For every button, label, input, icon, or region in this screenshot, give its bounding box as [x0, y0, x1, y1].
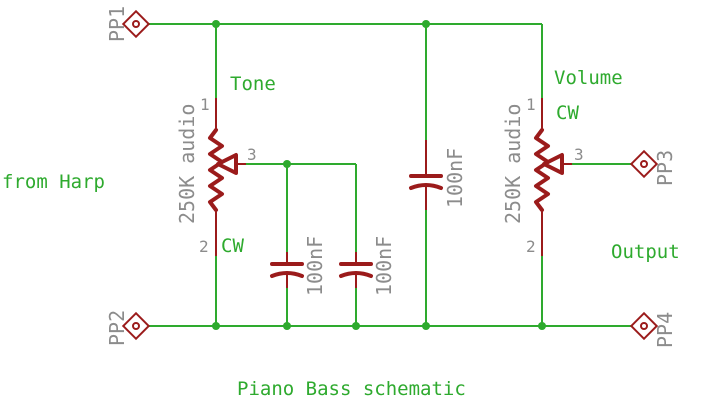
- pad-pp2-label: PP2: [105, 310, 129, 346]
- input-label: from Harp: [2, 171, 105, 193]
- pad-pp4-label: PP4: [653, 312, 677, 348]
- junctions: [212, 20, 546, 330]
- capacitor-3-value: 100nF: [443, 148, 467, 208]
- tone-value-label: 250K audio: [175, 104, 199, 224]
- tone-potentiometer: [208, 98, 246, 256]
- volume-pin3-label: 3: [574, 145, 584, 164]
- volume-name-label: Volume: [554, 67, 623, 89]
- tone-pin2-label: 2: [199, 237, 209, 256]
- pad-pp4[interactable]: [629, 311, 659, 341]
- capacitor-3: [409, 140, 443, 210]
- output-label: Output: [611, 241, 680, 263]
- capacitor-1-value: 100nF: [303, 236, 327, 296]
- pad-pp2[interactable]: [121, 311, 151, 341]
- pad-pp3[interactable]: [629, 149, 659, 179]
- tone-name-label: Tone: [230, 73, 276, 95]
- pad-pp3-label: PP3: [653, 150, 677, 186]
- volume-value-label: 250K audio: [501, 104, 525, 224]
- pad-pp1-label: PP1: [105, 6, 129, 42]
- wires: [146, 23, 634, 327]
- tone-pin3-label: 3: [247, 145, 257, 164]
- volume-pin1-label: 1: [526, 95, 536, 114]
- schematic-title: Piano Bass schematic: [237, 378, 466, 400]
- volume-cw-label: CW: [556, 102, 579, 124]
- volume-potentiometer: [534, 98, 572, 256]
- pad-pp1[interactable]: [121, 9, 151, 39]
- tone-cw-label: CW: [221, 235, 244, 257]
- capacitor-2-value: 100nF: [372, 236, 396, 296]
- capacitor-2: [339, 252, 373, 288]
- capacitor-1: [270, 252, 304, 288]
- tone-pin1-label: 1: [200, 95, 210, 114]
- volume-pin2-label: 2: [526, 237, 536, 256]
